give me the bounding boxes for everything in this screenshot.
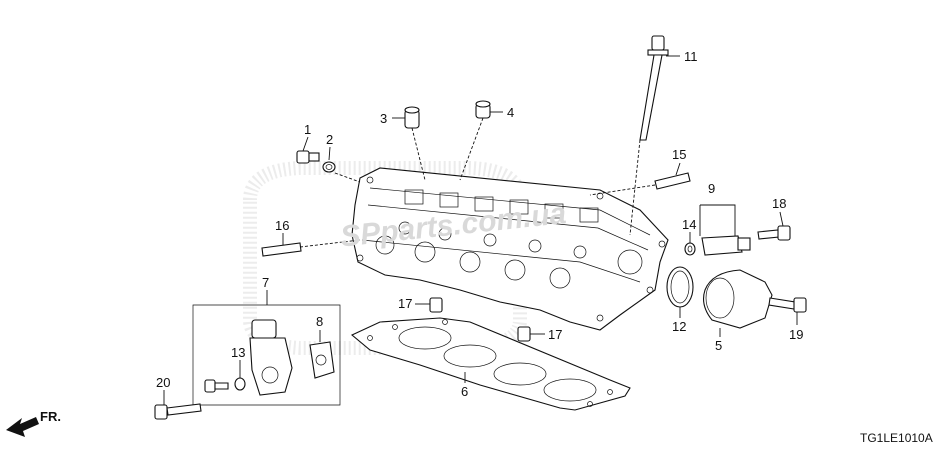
callout-15: 15 xyxy=(672,147,686,162)
part-17-dowel-b xyxy=(517,326,531,342)
callout-3: 3 xyxy=(380,111,387,126)
callout-13: 13 xyxy=(231,345,245,360)
callout-5: 5 xyxy=(715,338,722,353)
part-bolt-small xyxy=(204,379,229,393)
callout-19: 19 xyxy=(789,327,803,342)
part-5-water-outlet xyxy=(703,269,773,329)
callout-2: 2 xyxy=(326,132,333,147)
callout-4: 4 xyxy=(507,105,514,120)
part-19-bolt xyxy=(768,297,807,313)
callout-7: 7 xyxy=(262,275,269,290)
callout-1: 1 xyxy=(304,122,311,137)
callout-8: 8 xyxy=(316,314,323,329)
leader-lines xyxy=(163,55,798,405)
callout-12: 12 xyxy=(672,319,686,334)
background-logo xyxy=(243,161,527,355)
part-4-cap xyxy=(475,100,491,119)
part-7-solenoid xyxy=(249,319,293,396)
part-2-o-ring xyxy=(322,161,336,173)
callout-20: 20 xyxy=(156,375,170,390)
front-label: FR. xyxy=(40,409,61,424)
callout-14: 14 xyxy=(682,217,696,232)
part-13-o-ring xyxy=(234,377,246,391)
part-9-sensor xyxy=(701,235,751,256)
part-11-head-bolt xyxy=(639,35,669,141)
part-8-gasket xyxy=(309,341,335,379)
cylinder-head xyxy=(351,167,669,331)
diagram-code: TG1LE1010A xyxy=(860,431,933,445)
part-12-o-ring xyxy=(666,266,694,308)
part-15-stud xyxy=(654,172,691,190)
callout-11: 11 xyxy=(684,49,698,64)
callout-numbers: 1 2 3 4 5 6 7 8 9 11 12 13 14 15 16 17 1… xyxy=(156,49,803,399)
part-1-plug xyxy=(296,150,320,164)
front-arrow-icon xyxy=(6,417,39,437)
callout-16: 16 xyxy=(275,218,289,233)
part-7-bracket xyxy=(192,304,341,406)
part-20-bolt xyxy=(154,403,202,420)
front-direction-indicator: FR. xyxy=(6,409,61,437)
part-17-dowel-a xyxy=(429,297,443,313)
callout-6: 6 xyxy=(461,384,468,399)
part-3-cap xyxy=(404,106,420,129)
callout-18: 18 xyxy=(772,196,786,211)
callout-17a: 17 xyxy=(398,296,412,311)
callout-9: 9 xyxy=(708,181,715,196)
head-gasket xyxy=(350,317,631,411)
part-18-bolt xyxy=(757,225,791,241)
part-14-washer xyxy=(684,242,696,256)
part-16-stud xyxy=(261,242,302,257)
callout-17b: 17 xyxy=(548,327,562,342)
